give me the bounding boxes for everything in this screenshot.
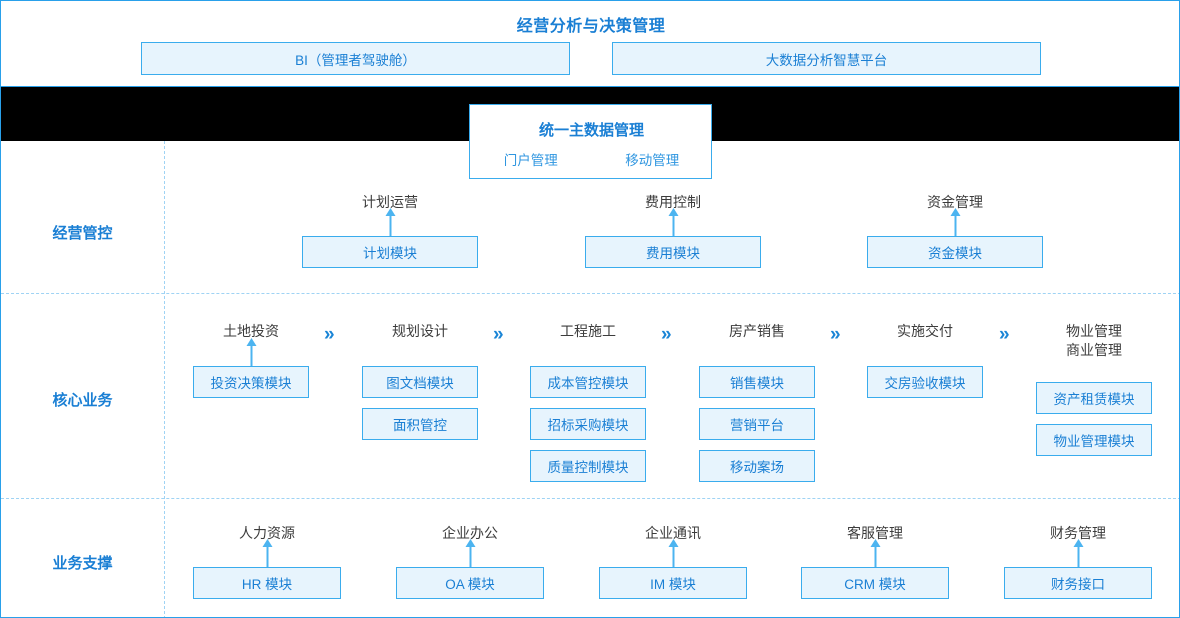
- column-header: 客服管理: [847, 525, 903, 541]
- module-box[interactable]: OA 模块: [396, 567, 544, 599]
- module-box[interactable]: 物业管理模块: [1036, 424, 1152, 456]
- column-core-business-4: 房产销售: [699, 322, 815, 341]
- column-header: 人力资源: [239, 525, 295, 541]
- analytics-box-bi[interactable]: BI（管理者驾驶舱）: [141, 42, 570, 75]
- column-management-1: 计划运营: [302, 193, 478, 212]
- module-box[interactable]: 计划模块: [302, 236, 478, 268]
- module-box[interactable]: 费用模块: [585, 236, 761, 268]
- column-core-business-6: 物业管理 商业管理: [1036, 322, 1152, 360]
- column-support-2: 企业办公: [396, 524, 544, 543]
- chevron-right-icon: »: [999, 324, 1010, 345]
- module-stack: 计划模块: [302, 236, 478, 278]
- module-box[interactable]: 投资决策模块: [193, 366, 309, 398]
- column-support-1: 人力资源: [193, 524, 341, 543]
- row-divider-2: [1, 498, 1179, 499]
- column-core-business-5: 实施交付: [867, 322, 983, 341]
- module-box[interactable]: 营销平台: [699, 408, 815, 440]
- column-header: 费用控制: [645, 194, 701, 210]
- column-header: 企业办公: [442, 525, 498, 541]
- module-stack: 财务接口: [1004, 567, 1152, 609]
- column-header: 房产销售: [729, 323, 785, 339]
- module-stack: HR 模块: [193, 567, 341, 609]
- column-header: 计划运营: [362, 194, 418, 210]
- master-data-sub-portal[interactable]: 门户管理: [503, 153, 558, 168]
- master-data-card[interactable]: 统一主数据管理 门户管理 移动管理: [469, 104, 712, 179]
- module-stack: 资产租赁模块物业管理模块: [1036, 382, 1152, 466]
- module-stack: 资金模块: [867, 236, 1043, 278]
- column-core-business-3: 工程施工: [530, 322, 646, 341]
- up-arrow-icon: [1073, 539, 1084, 567]
- module-stack: 销售模块营销平台移动案场: [699, 366, 815, 492]
- column-header: 物业管理 商业管理: [1066, 323, 1122, 358]
- module-stack: CRM 模块: [801, 567, 949, 609]
- module-stack: 交房验收模块: [867, 366, 983, 408]
- column-support-4: 客服管理: [801, 524, 949, 543]
- up-arrow-icon: [950, 208, 961, 236]
- module-box[interactable]: 图文档模块: [362, 366, 478, 398]
- vertical-divider: [164, 141, 165, 617]
- up-arrow-icon: [385, 208, 396, 236]
- module-box[interactable]: 资金模块: [867, 236, 1043, 268]
- analytics-band: 经营分析与决策管理 BI（管理者驾驶舱） 大数据分析智慧平台: [1, 1, 1179, 87]
- module-box[interactable]: 销售模块: [699, 366, 815, 398]
- up-arrow-icon: [668, 208, 679, 236]
- master-data-title: 统一主数据管理: [538, 122, 644, 139]
- column-header: 实施交付: [897, 323, 953, 339]
- module-box[interactable]: 交房验收模块: [867, 366, 983, 398]
- module-stack: 图文档模块面积管控: [362, 366, 478, 450]
- column-header: 规划设计: [392, 323, 448, 339]
- module-box[interactable]: 资产租赁模块: [1036, 382, 1152, 414]
- module-box[interactable]: 质量控制模块: [530, 450, 646, 482]
- up-arrow-icon: [246, 338, 257, 366]
- up-arrow-icon: [668, 539, 679, 567]
- column-core-business-2: 规划设计: [362, 322, 478, 341]
- row-label-support: 业务支撑: [52, 555, 113, 572]
- analytics-box-group: BI（管理者驾驶舱） 大数据分析智慧平台: [141, 42, 1041, 75]
- module-box[interactable]: CRM 模块: [801, 567, 949, 599]
- column-support-5: 财务管理: [1004, 524, 1152, 543]
- module-stack: 投资决策模块: [193, 366, 309, 408]
- module-box[interactable]: 财务接口: [1004, 567, 1152, 599]
- row-label-core-business: 核心业务: [52, 392, 113, 409]
- column-support-3: 企业通讯: [599, 524, 747, 543]
- column-core-business-1: 土地投资: [193, 322, 309, 341]
- module-stack: 费用模块: [585, 236, 761, 278]
- up-arrow-icon: [870, 539, 881, 567]
- column-header: 企业通讯: [645, 525, 701, 541]
- column-header: 资金管理: [927, 194, 983, 210]
- analytics-box-bigdata[interactable]: 大数据分析智慧平台: [612, 42, 1041, 75]
- module-box[interactable]: IM 模块: [599, 567, 747, 599]
- column-management-2: 费用控制: [585, 193, 761, 212]
- analytics-title: 经营分析与决策管理: [516, 18, 666, 35]
- chevron-right-icon: »: [493, 324, 504, 345]
- chevron-right-icon: »: [324, 324, 335, 345]
- module-box[interactable]: 招标采购模块: [530, 408, 646, 440]
- row-divider-1: [1, 293, 1179, 294]
- master-data-sub-items: 门户管理 移动管理: [470, 149, 713, 169]
- module-box[interactable]: 移动案场: [699, 450, 815, 482]
- column-header: 土地投资: [223, 323, 279, 339]
- column-header: 工程施工: [560, 323, 616, 339]
- module-stack: OA 模块: [396, 567, 544, 609]
- module-stack: IM 模块: [599, 567, 747, 609]
- column-management-3: 资金管理: [867, 193, 1043, 212]
- master-data-sub-mobile[interactable]: 移动管理: [625, 153, 680, 168]
- column-header: 财务管理: [1050, 525, 1106, 541]
- up-arrow-icon: [262, 539, 273, 567]
- up-arrow-icon: [465, 539, 476, 567]
- module-box[interactable]: 成本管控模块: [530, 366, 646, 398]
- module-box[interactable]: HR 模块: [193, 567, 341, 599]
- row-label-management: 经营管控: [52, 225, 113, 242]
- chevron-right-icon: »: [661, 324, 672, 345]
- module-box[interactable]: 面积管控: [362, 408, 478, 440]
- chevron-right-icon: »: [830, 324, 841, 345]
- module-stack: 成本管控模块招标采购模块质量控制模块: [530, 366, 646, 492]
